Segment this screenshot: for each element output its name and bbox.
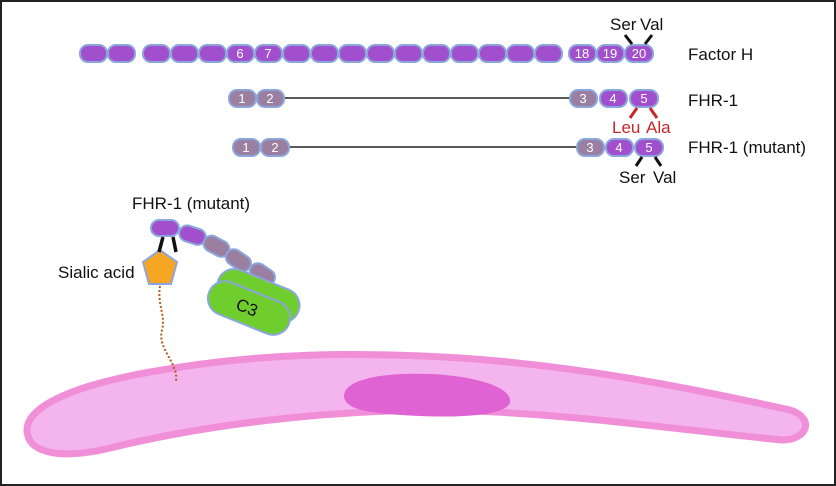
factor-h-residue-ser: Ser	[610, 15, 637, 34]
fhr1-mutant-molecule: 1 2 3 4 5 Ser Val FHR-1 (mutant)	[232, 138, 806, 187]
glycan-chain	[158, 285, 178, 383]
factor-h-domain-6-number: 6	[236, 46, 243, 61]
factor-h-domain-20	[624, 44, 654, 63]
factor-h-molecule: 6 7 18 19 20 Ser Val Factor H	[79, 15, 753, 64]
fhr1-residue-stick-left	[628, 107, 639, 119]
fhr1-mutant-label: FHR-1 (mutant)	[688, 138, 806, 157]
factor-h-domain-14	[450, 44, 479, 63]
factor-h-domain-7-number: 7	[264, 46, 271, 61]
fhr1-residue-stick-right	[648, 107, 659, 119]
fhr1-domain-5	[629, 89, 659, 108]
factor-h-domain-15	[478, 44, 507, 63]
factor-h-domain-9	[310, 44, 339, 63]
fhr1-mutant-domain-3-number: 3	[586, 140, 593, 155]
factor-h-domain-13	[422, 44, 451, 63]
factor-h-domain-19-number: 19	[603, 46, 617, 61]
factor-h-domain-17	[534, 44, 563, 63]
factor-h-residue-stick-right	[643, 34, 654, 45]
fhr1-residue-ala: Ala	[646, 118, 671, 137]
fhr1-mutant-residue-stick-left	[634, 156, 644, 167]
fhr1-domain-2-number: 2	[266, 91, 273, 106]
sialic-acid-label: Sialic acid	[58, 263, 135, 282]
sialic-acid	[141, 248, 179, 285]
fhr1-domain-2	[256, 89, 285, 108]
fhr1-mutant-residue-val: Val	[653, 168, 676, 187]
factor-h-domain-16	[506, 44, 535, 63]
fhr1-domain-4-number: 4	[609, 91, 616, 106]
fhr1-mutant-domain-4-number: 4	[615, 140, 622, 155]
fhr1-domain-5-number: 5	[640, 91, 647, 106]
factor-h-residue-stick-left	[623, 34, 634, 45]
complex-domain-5	[150, 219, 180, 237]
factor-h-domain-1	[79, 44, 108, 63]
cell-nucleus	[344, 373, 511, 417]
c3-front-lobe	[206, 280, 292, 336]
fhr1-molecule: 1 2 3 4 5 Leu Ala FHR-1	[228, 89, 738, 137]
fhr1-domain-4	[599, 89, 628, 108]
fhr1-mutant-domain-2-number: 2	[271, 140, 278, 155]
fhr1-mutant-residue-stick-right	[653, 156, 663, 167]
fhr1-mutant-domain-3	[576, 138, 605, 157]
c3-protein: C3	[206, 267, 301, 336]
factor-h-domain-20-number: 20	[632, 46, 646, 61]
factor-h-domain-5	[198, 44, 227, 63]
factor-h-domains	[79, 44, 654, 63]
binding-stick-left	[157, 236, 165, 253]
factor-h-domain-18-number: 18	[575, 46, 589, 61]
bound-complex: Sialic acid FHR-1 (mutant) C3	[58, 194, 301, 383]
factor-h-domain-3	[142, 44, 171, 63]
fhr1-mutant-domain-4	[605, 138, 634, 157]
factor-h-label: Factor H	[688, 45, 753, 64]
fhr1-mutant-domain-5	[634, 138, 664, 157]
cell	[23, 351, 809, 458]
fhr1-domain-3	[569, 89, 598, 108]
fhr1-residue-leu: Leu	[612, 118, 640, 137]
factor-h-domain-4	[170, 44, 199, 63]
fhr1-mutant-residue-ser: Ser	[619, 168, 646, 187]
fhr1-mutant-domain-5-number: 5	[645, 140, 652, 155]
fhr1-mutant-domain-2	[260, 138, 290, 157]
factor-h-domain-2	[107, 44, 136, 63]
fhr1-label: FHR-1	[688, 91, 738, 110]
factor-h-domain-12	[394, 44, 423, 63]
factor-h-domain-10	[338, 44, 367, 63]
fhr1-domain-3-number: 3	[579, 91, 586, 106]
complex-label: FHR-1 (mutant)	[132, 194, 250, 213]
fhr1-mutant-domain-1-number: 1	[242, 140, 249, 155]
binding-stick-right	[171, 236, 178, 253]
factor-h-residue-val: Val	[640, 15, 663, 34]
factor-h-domain-8	[282, 44, 311, 63]
fhr1-domain-1-number: 1	[238, 91, 245, 106]
factor-h-domain-11	[366, 44, 395, 63]
